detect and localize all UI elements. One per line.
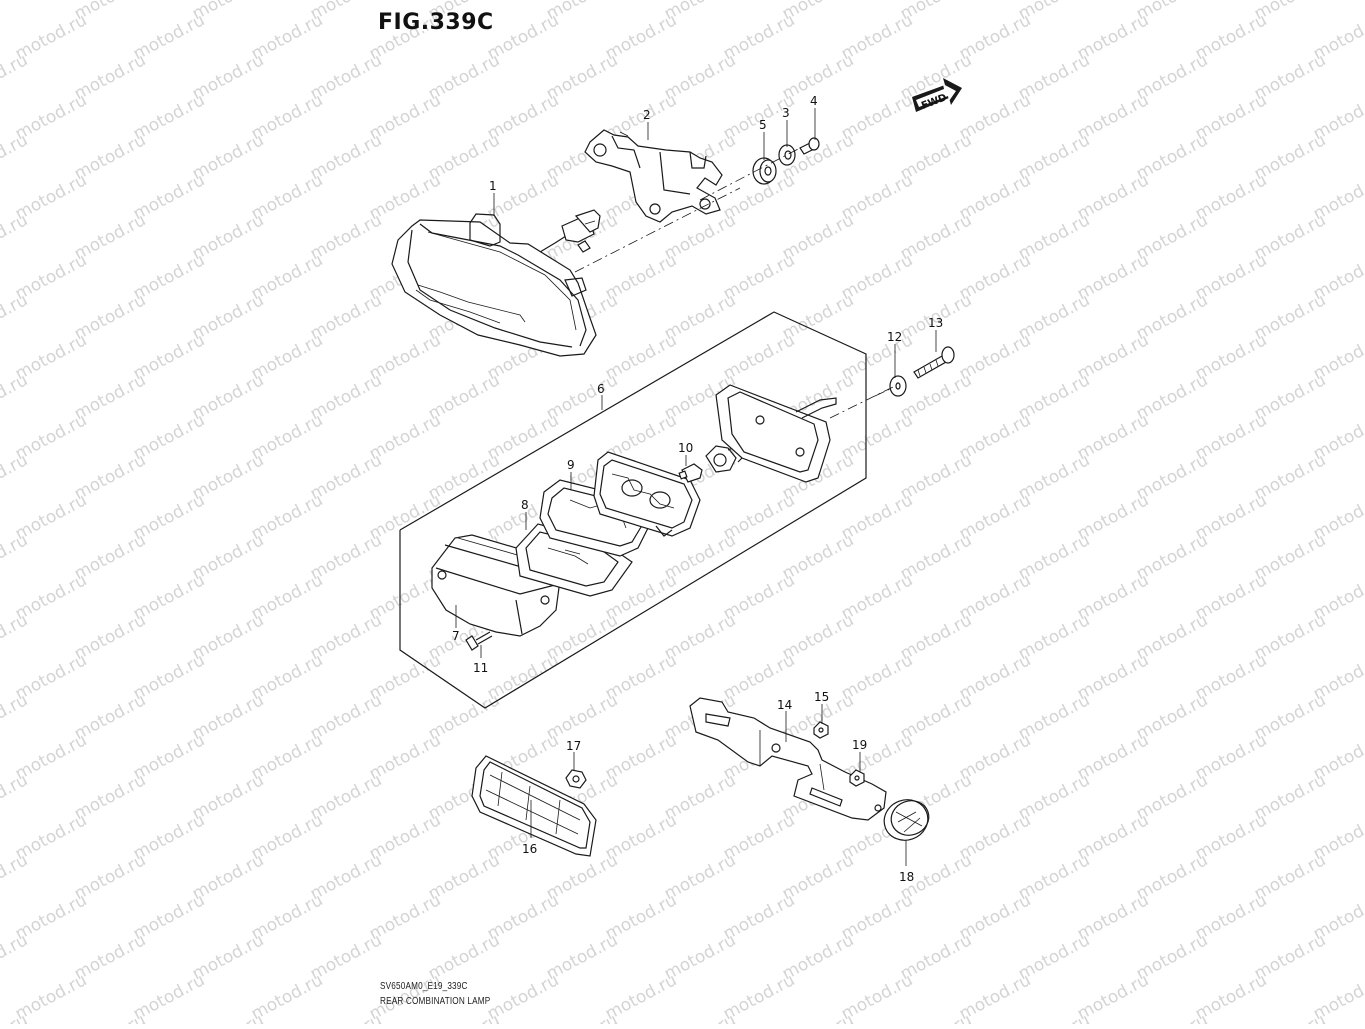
screw-4 — [799, 137, 820, 155]
watermark-text: motod.ru — [1133, 1010, 1211, 1024]
callout-18: 18 — [899, 870, 914, 884]
callout-7: 7 — [452, 629, 460, 643]
callout-9: 9 — [567, 458, 575, 472]
nut-19 — [849, 769, 865, 787]
bulb — [678, 463, 703, 483]
watermark-text: motod.ru — [779, 1010, 857, 1024]
callout-8: 8 — [521, 498, 529, 512]
callout-1: 1 — [489, 179, 497, 193]
watermark-text: motod.ru — [189, 1010, 267, 1024]
washer-12 — [889, 375, 907, 397]
callout-5: 5 — [759, 118, 767, 132]
side-reflector — [471, 755, 597, 857]
drawing-code: SV650AM0_E19_339C — [380, 981, 468, 992]
leader-lines — [455, 108, 937, 866]
bolt-13 — [913, 346, 955, 379]
drawing-name: REAR COMBINATION LAMP — [380, 996, 491, 1007]
callout-13: 13 — [928, 316, 943, 330]
watermark-text: motod.ru — [307, 1010, 385, 1024]
lamp-assembly-box — [399, 311, 867, 709]
callout-19: 19 — [852, 738, 867, 752]
screw-11 — [465, 631, 493, 651]
nut-17 — [565, 769, 587, 789]
watermark-text: motod.ru — [1251, 1010, 1329, 1024]
callout-16: 16 — [522, 842, 537, 856]
rear-pad — [715, 384, 837, 483]
callout-2: 2 — [643, 108, 651, 122]
socket-plate — [593, 451, 701, 537]
figure-title: FIG.339C — [378, 10, 494, 35]
watermark-text: motod.ru — [897, 1010, 975, 1024]
callout-14: 14 — [777, 698, 792, 712]
nut-15 — [813, 721, 829, 739]
callout-12: 12 — [887, 330, 902, 344]
callout-3: 3 — [782, 106, 790, 120]
watermark-text: motod.ru — [0, 0, 31, 24]
lamp-bracket — [584, 129, 723, 223]
callout-15: 15 — [814, 690, 829, 704]
watermark-text: motod.ru — [661, 1010, 739, 1024]
callout-4: 4 — [810, 94, 818, 108]
callout-numbers: 1 2 3 4 5 6 7 8 9 10 11 12 13 14 15 16 1… — [452, 94, 943, 884]
callout-10: 10 — [678, 441, 693, 455]
callout-17: 17 — [566, 739, 581, 753]
watermark-text: motod.ru — [543, 1010, 621, 1024]
grommet — [752, 157, 777, 185]
round-reflector — [883, 799, 930, 841]
watermark-text: motod.ru — [1015, 1010, 1093, 1024]
callout-11: 11 — [473, 661, 488, 675]
tail-lamp-housing — [391, 209, 601, 357]
washer-3 — [778, 144, 796, 166]
watermark-text: motod.ru — [71, 1010, 149, 1024]
callout-6: 6 — [597, 382, 605, 396]
watermark-text: motod.ru — [425, 1010, 503, 1024]
plate-bracket — [689, 697, 887, 821]
